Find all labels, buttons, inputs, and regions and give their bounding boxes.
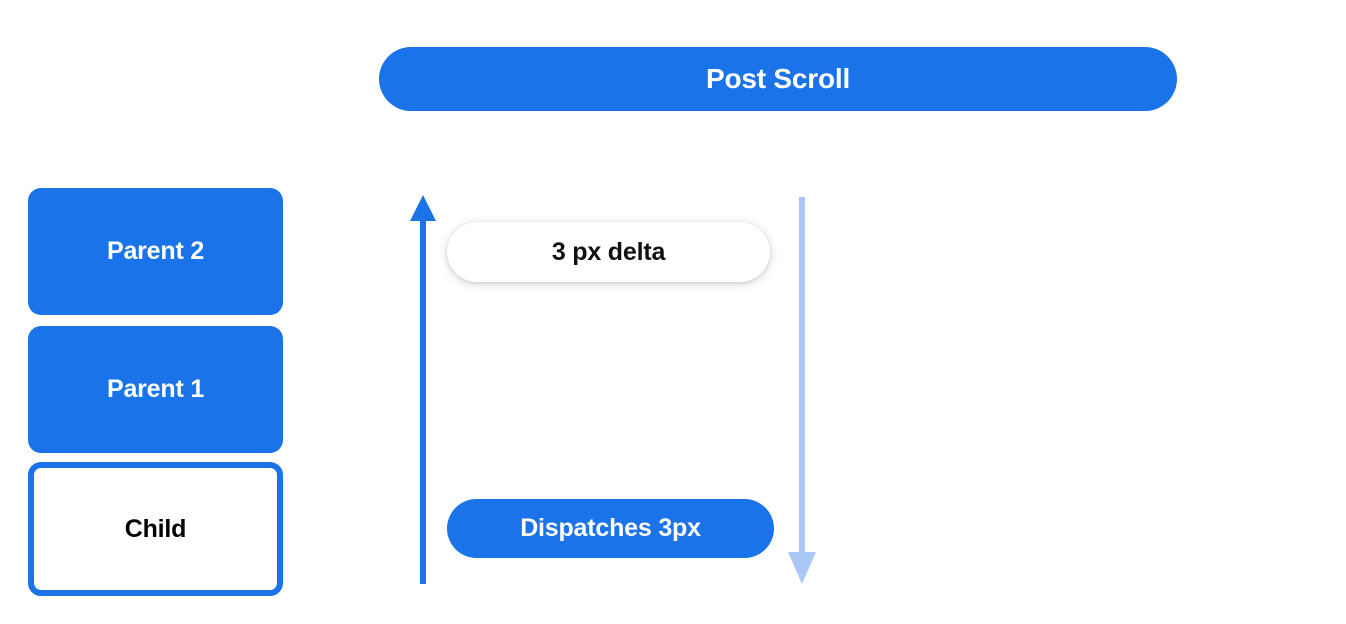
- arrow-up-icon: [410, 195, 436, 584]
- post-scroll-banner: Post Scroll: [379, 47, 1177, 111]
- node-child: Child: [28, 462, 283, 596]
- node-parent-2: Parent 2: [28, 188, 283, 315]
- post-scroll-banner-label: Post Scroll: [705, 63, 851, 94]
- node-child-label: Child: [124, 514, 187, 543]
- dispatch-pill-label: Dispatches 3px: [520, 514, 701, 542]
- arrow-down-icon: [788, 197, 816, 584]
- delta-pill: 3 px delta: [447, 222, 770, 282]
- node-parent-1: Parent 1: [28, 326, 283, 453]
- dispatch-pill: Dispatches 3px: [447, 499, 774, 558]
- node-parent-2-label: Parent 2: [106, 237, 205, 265]
- delta-pill-label: 3 px delta: [551, 237, 666, 266]
- node-parent-1-label: Parent 1: [106, 375, 205, 403]
